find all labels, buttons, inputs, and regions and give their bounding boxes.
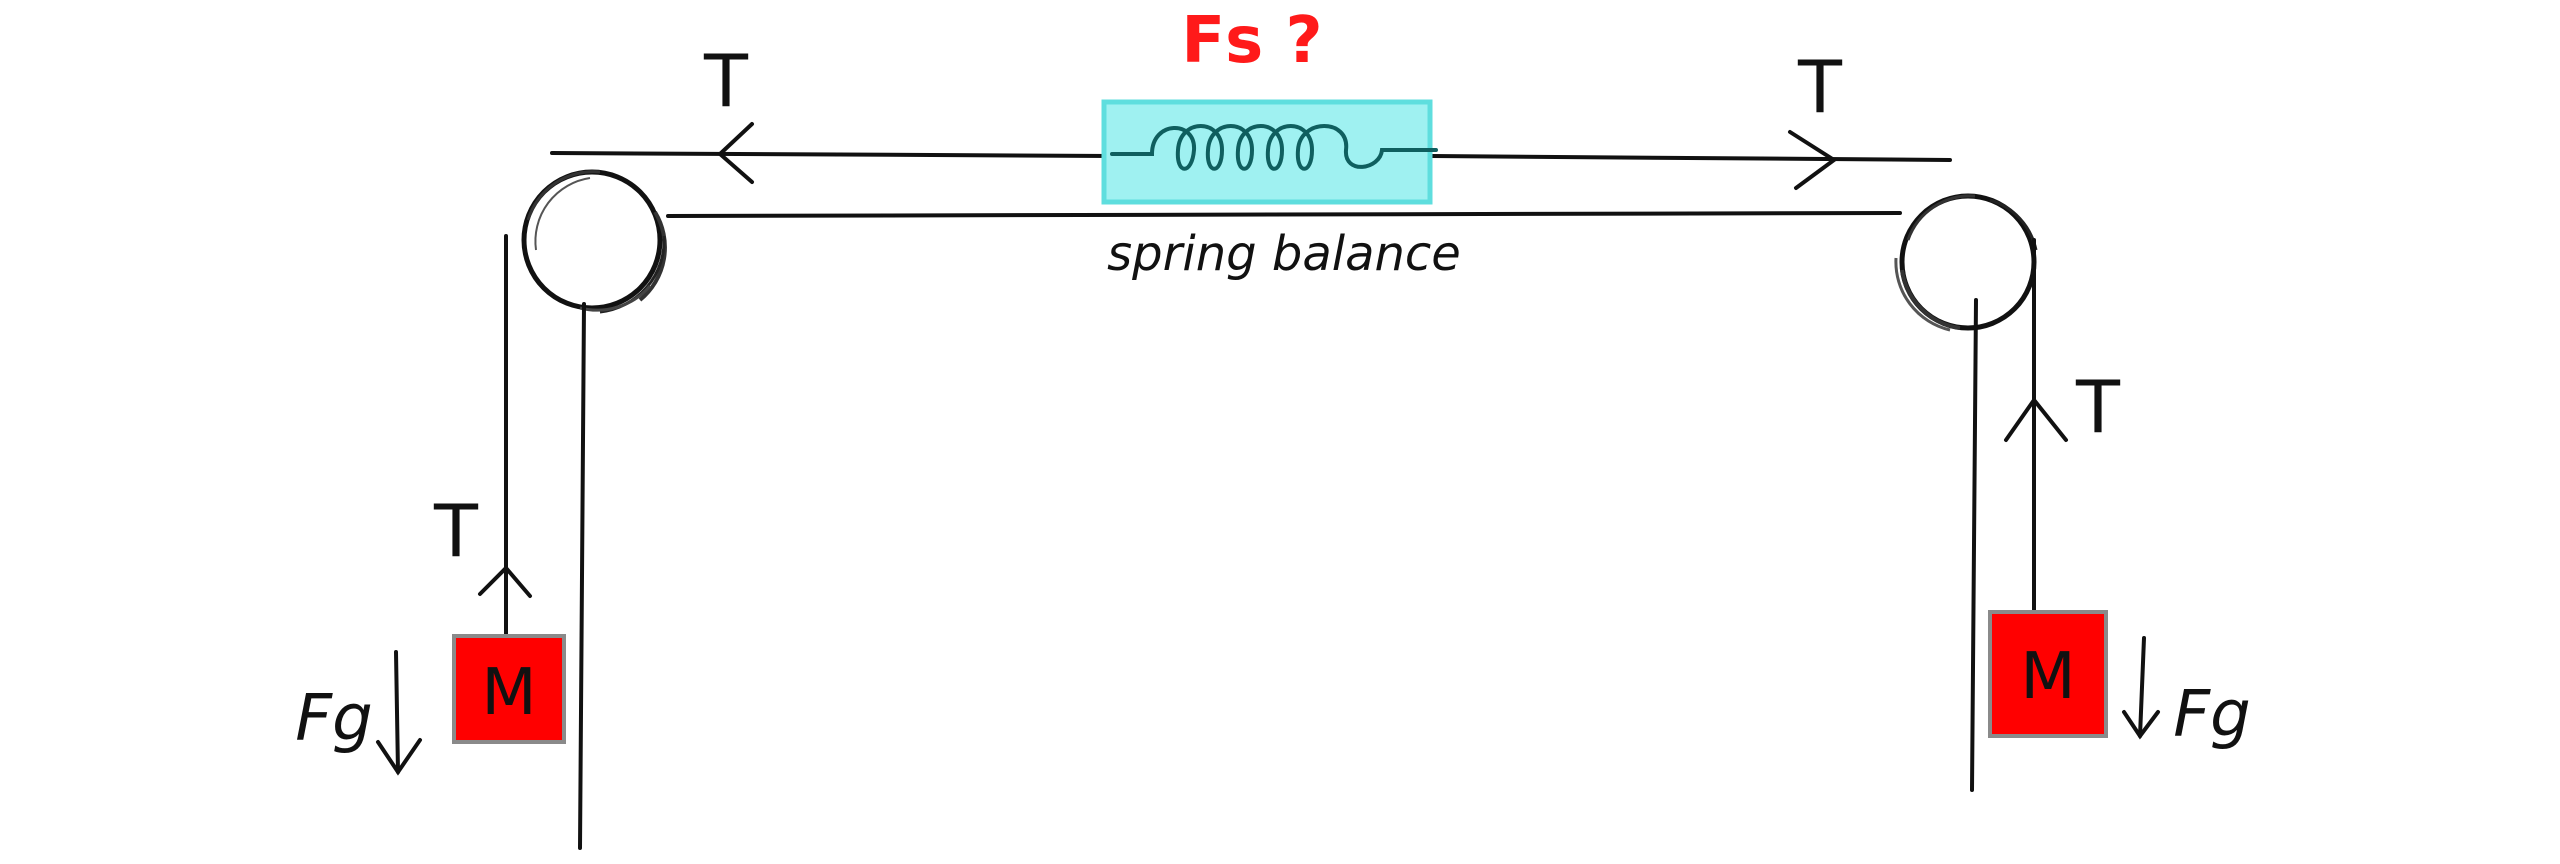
arrow-tension-top-right-icon [1788,130,1838,190]
arrow-weight-left-icon [376,650,422,776]
tension-label-top-right: T [1797,45,1843,129]
spring-balance [1101,99,1438,205]
top-string [550,151,1952,218]
arrow-tension-right-mass-icon [2004,396,2068,442]
weight-label-left: Fg [295,682,372,756]
weight-label-right: Fg [2173,678,2250,752]
right-pulley-support [1970,298,1978,792]
spring-balance-caption: spring balance [1107,226,1461,282]
tension-label-top-left: T [703,39,749,123]
spring-coil-icon [1110,124,1438,171]
mass-right-label: M [2020,640,2075,714]
pulley-left-icon [521,169,667,314]
lower-string [666,211,1902,218]
pulley-right-icon [1894,193,2038,332]
mass-right: M [1988,610,2108,738]
top-string-left-segment [550,151,1114,158]
arrow-weight-right-icon [2122,636,2160,740]
left-pulley-support [578,302,586,850]
top-string-right-segment [1430,154,1952,162]
vertical-ropes [504,234,2036,850]
tension-label-right-mass: T [2075,365,2121,449]
tension-label-left-mass: T [433,489,479,573]
spring-force-question: Fs ? [1181,4,1322,78]
mass-left-label: M [481,656,536,730]
arrow-tension-top-left-icon [717,122,754,184]
arrow-tension-left-mass-icon [478,565,532,598]
mass-left: M [452,634,566,744]
